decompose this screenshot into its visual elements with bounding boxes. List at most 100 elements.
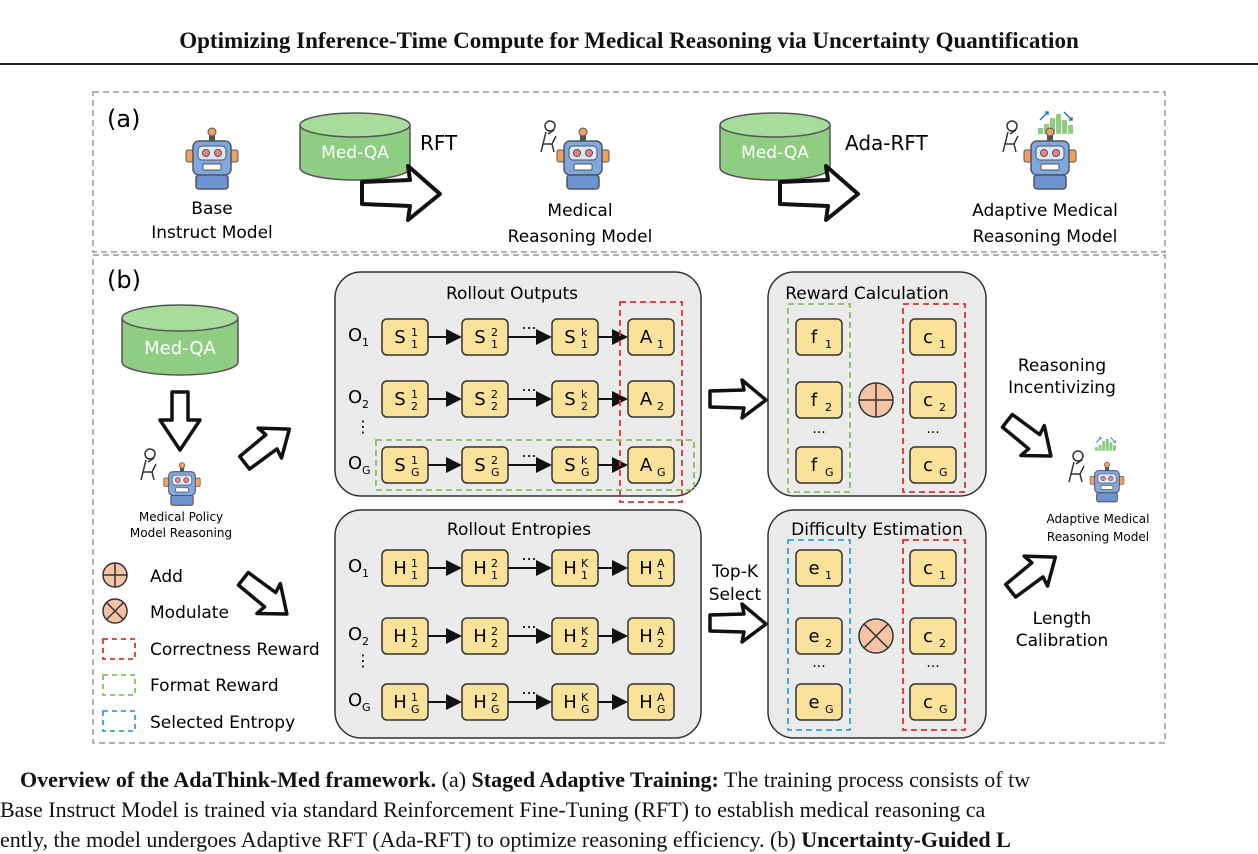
down-arrow (158, 390, 202, 452)
svg-text:S: S (394, 327, 405, 348)
title-rule (0, 63, 1258, 65)
svg-text:1: 1 (362, 567, 369, 580)
svg-text:H: H (639, 626, 653, 647)
rft-label: RFT (420, 131, 458, 155)
caption-a: (a) (441, 767, 467, 792)
vertical-ellipsis: ⋮ (355, 651, 371, 670)
medical-model-line1: Medical (547, 201, 612, 221)
svg-text:2: 2 (491, 400, 498, 413)
med-qa-database-icon-3 (121, 304, 239, 376)
svg-text:G: G (581, 703, 590, 716)
caption-line3-bold: Uncertainty-Guided L (801, 827, 1011, 852)
svg-text:G: G (411, 466, 420, 479)
svg-text:k: k (581, 326, 588, 339)
svg-text:e: e (808, 626, 819, 647)
entropy-box-difficulty (787, 539, 851, 731)
svg-text:O: O (348, 624, 362, 645)
legend (102, 562, 136, 732)
svg-text:A: A (640, 455, 653, 476)
reward-title: Reward Calculation (785, 284, 949, 304)
svg-text:G: G (939, 466, 948, 479)
panel-b-label: (b) (107, 266, 141, 294)
base-robot-icon (185, 127, 239, 190)
adaptive-model-line2: Reasoning Model (973, 227, 1118, 247)
svg-text:1: 1 (411, 454, 418, 467)
paper-title: Optimizing Inference-Time Compute for Me… (179, 28, 1079, 53)
svg-text:2: 2 (825, 637, 832, 650)
caption-bold-lead: Overview of the AdaThink-Med framework. (20, 767, 437, 792)
caption-line2: Base Instruct Model is trained via stand… (0, 797, 986, 822)
ada-rft-label: Ada-RFT (845, 131, 929, 155)
panel-a-label: (a) (107, 105, 140, 133)
modulate-operator-icon (858, 618, 894, 654)
legend-entropy: Selected Entropy (150, 713, 295, 733)
panel-b-border (92, 254, 1166, 744)
thinker-icon-3 (140, 448, 157, 481)
base-model-line1: Base (191, 199, 232, 219)
svg-text:2: 2 (491, 388, 498, 401)
correctness-box-difficulty (902, 539, 966, 731)
legend-modulate: Modulate (150, 603, 229, 623)
db2-label: Med-QA (741, 143, 809, 163)
svg-text:A: A (657, 691, 665, 704)
caption-rest: The training process consists of tw (724, 767, 1031, 792)
adaptive-robot-icon (1023, 127, 1077, 190)
svg-text:S: S (564, 455, 575, 476)
svg-text:1: 1 (362, 336, 369, 349)
svg-text:1: 1 (581, 338, 588, 351)
reasoning-line2: Incentivizing (1008, 378, 1116, 398)
svg-text:S: S (474, 327, 485, 348)
svg-text:S: S (394, 389, 405, 410)
svg-text:c: c (923, 455, 933, 476)
rollout-entropies-title: Rollout Entropies (447, 520, 591, 540)
svg-text:G: G (825, 466, 834, 479)
vertical-ellipsis: ⋮ (355, 417, 371, 436)
svg-text:e: e (808, 558, 819, 579)
svg-text:c: c (923, 327, 933, 348)
thinker-icon (540, 120, 557, 153)
svg-text:H: H (563, 626, 577, 647)
caption-line3-start: ently, the model undergoes Adaptive RFT … (0, 827, 796, 852)
svg-text:H: H (639, 558, 653, 579)
svg-text:H: H (393, 692, 407, 713)
framework-figure: (a) (b) Base Instruct Model Med-QA RFT M… (92, 91, 1166, 744)
bars-icon (1037, 111, 1074, 135)
med-qa-database-icon (299, 112, 411, 181)
caption-bold-stage: Staged Adaptive Training: (471, 767, 719, 792)
ellipsis: ... (926, 655, 939, 671)
svg-text:A: A (657, 625, 665, 638)
final-line2: Reasoning Model (1047, 530, 1149, 544)
svg-text:K: K (581, 557, 589, 570)
svg-text:1: 1 (491, 569, 498, 582)
svg-text:2: 2 (657, 637, 664, 650)
svg-text:G: G (581, 466, 590, 479)
policy-line2: Model Reasoning (130, 526, 232, 540)
svg-text:2: 2 (581, 637, 588, 650)
caption-line1: Overview of the AdaThink-Med framework. … (20, 766, 1030, 794)
svg-text:1: 1 (581, 569, 588, 582)
svg-text:2: 2 (491, 326, 498, 339)
db3-label: Med-QA (144, 338, 216, 359)
panel-a-border (92, 91, 1166, 253)
svg-text:2: 2 (362, 398, 369, 411)
svg-text:S: S (474, 455, 485, 476)
svg-text:S: S (474, 389, 485, 410)
caption-line3: ently, the model undergoes Adaptive RFT … (0, 826, 1011, 854)
svg-text:G: G (825, 703, 834, 716)
db1-label: Med-QA (321, 143, 389, 163)
svg-text:2: 2 (411, 637, 418, 650)
svg-text:G: G (362, 464, 371, 477)
svg-text:S: S (564, 327, 575, 348)
svg-text:2: 2 (939, 401, 946, 414)
